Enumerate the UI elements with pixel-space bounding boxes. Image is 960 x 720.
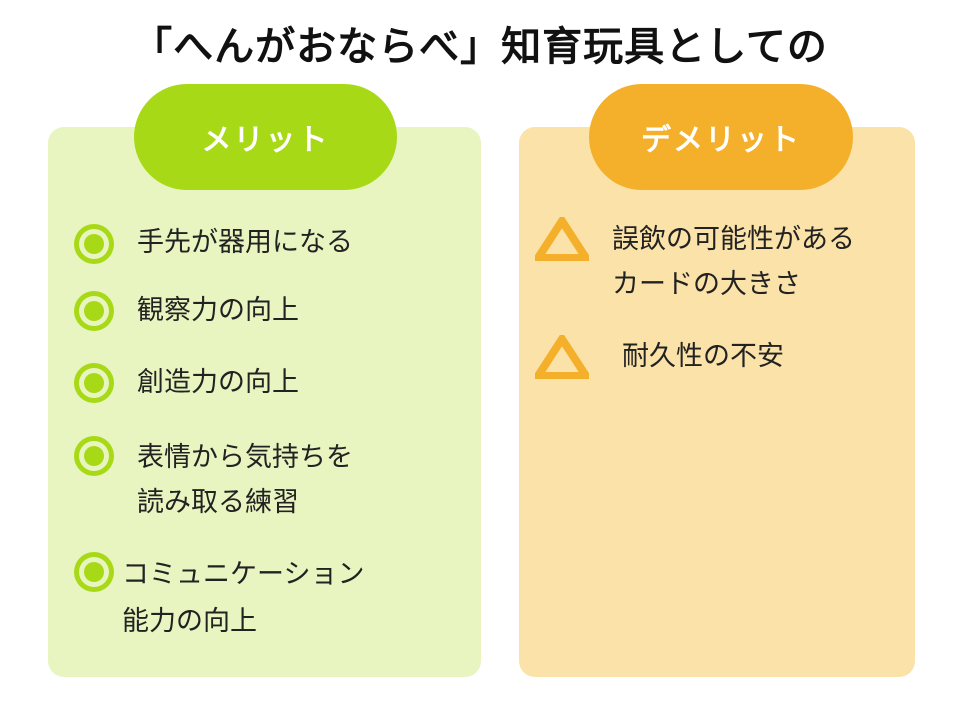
double-circle-icon [74,552,114,592]
double-circle-icon [74,363,114,403]
merit-item-text: 手先が器用になる [137,227,353,258]
double-circle-icon [74,436,114,476]
merit-item: 表情から気持ちを 読み取る練習 [137,435,353,525]
demerit-item-text: 誤飲の可能性がある [612,224,855,255]
merit-item-text: 創造力の向上 [137,367,299,398]
merit-item: 創造力の向上 [137,362,299,404]
demerit-item-text: カードの大きさ [612,269,801,300]
merit-item: コミュニケーション 能力の向上 [122,551,364,645]
demerit-panel [519,127,915,677]
merit-item-text: 観察力の向上 [137,295,299,326]
merit-item-text: 読み取る練習 [137,487,299,518]
double-circle-icon [74,291,114,331]
merit-panel [48,127,481,677]
merit-item: 観察力の向上 [137,290,299,332]
demerit-header-badge: デメリット [589,84,853,190]
merit-item-text: 表情から気持ちを [137,442,353,473]
merit-item-text: 能力の向上 [122,606,257,637]
demerit-item: 誤飲の可能性がある カードの大きさ [612,217,855,307]
triangle-icon [535,217,589,261]
demerit-item-text: 耐久性の不安 [622,341,784,372]
merit-header-badge: メリット [134,84,397,190]
merit-item: 手先が器用になる [137,222,353,264]
double-circle-icon [74,224,114,264]
page-title: 「へんがおならべ」知育玩具としての [132,24,828,70]
triangle-icon [535,335,589,379]
demerit-item: 耐久性の不安 [622,336,784,378]
merit-item-text: コミュニケーション [122,559,365,590]
